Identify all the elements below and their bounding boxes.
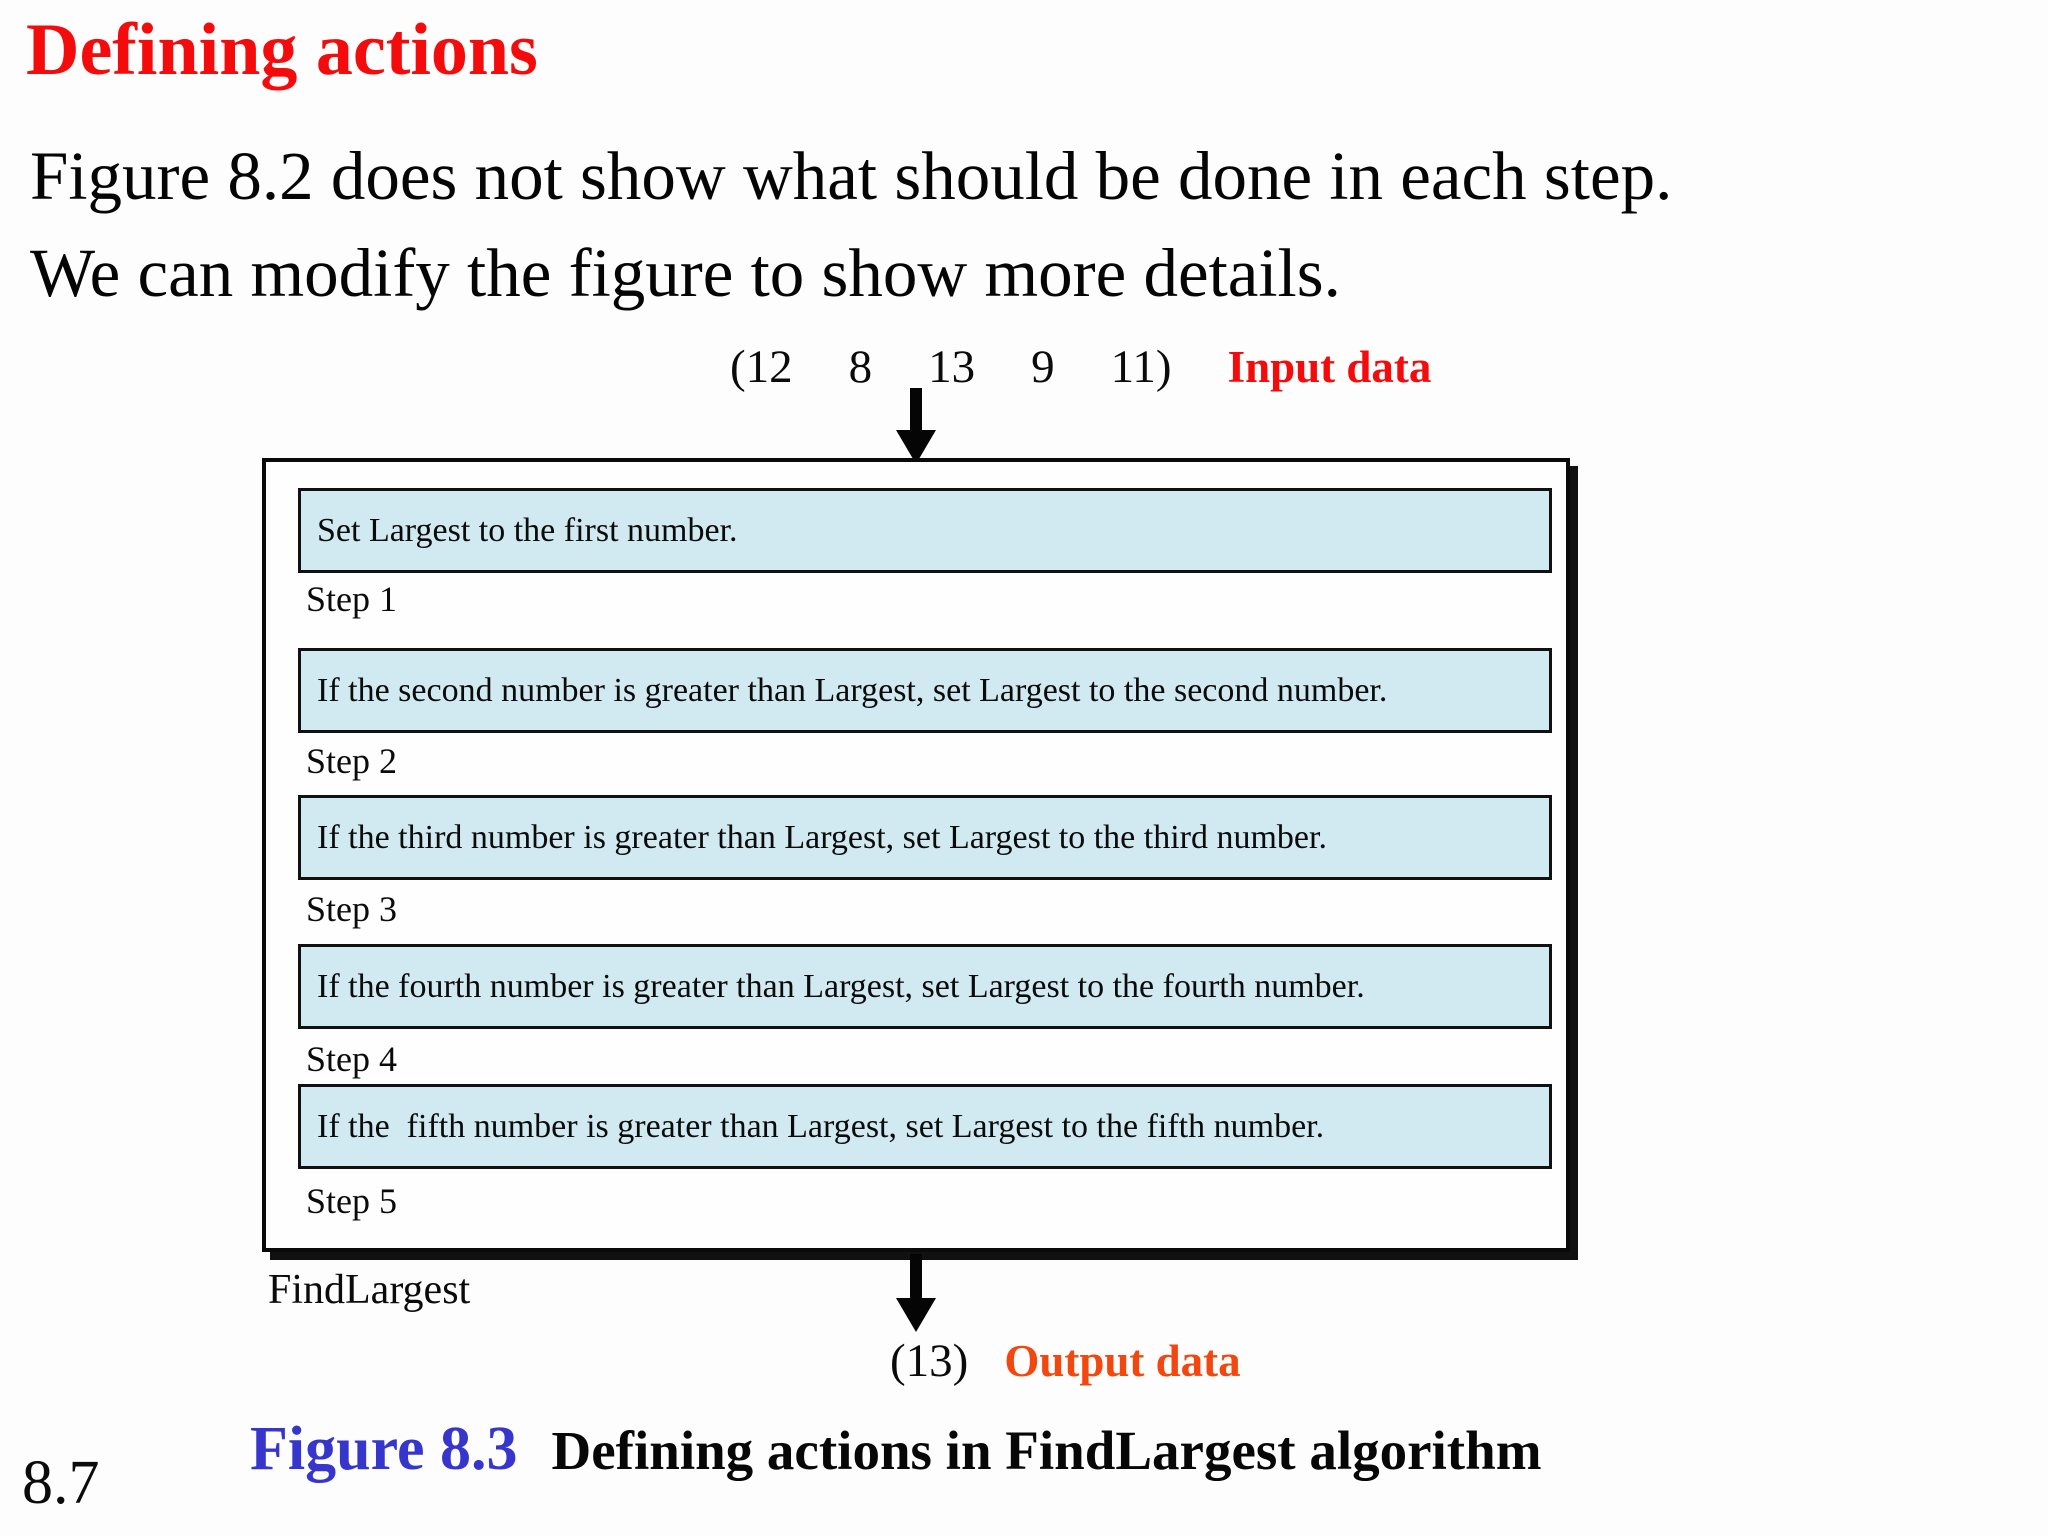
- slide-title: Defining actions: [26, 9, 538, 91]
- input-value: 9: [1031, 341, 1055, 393]
- figure-caption-text: Defining actions in FindLargest algorith…: [551, 1420, 1542, 1481]
- step-text-3: If the third number is greater than Larg…: [317, 818, 1327, 856]
- step-text-2: If the second number is greater than Lar…: [317, 671, 1388, 709]
- output-arrow-icon: [896, 1254, 936, 1332]
- input-value: (12: [730, 341, 793, 393]
- figure-number: Figure 8.3: [250, 1415, 518, 1483]
- input-data-row: (12 8 13 9 11) Input data: [730, 340, 1431, 394]
- input-arrow-stem: [910, 388, 922, 434]
- output-arrow-stem: [910, 1254, 922, 1302]
- step-label-3: Step 3: [306, 889, 398, 929]
- step-box-5: If the fifth number is greater than Larg…: [298, 1084, 1552, 1169]
- body-text: Figure 8.2 does not show what should be …: [30, 128, 2020, 322]
- input-value: 8: [848, 341, 873, 393]
- output-arrow-head: [896, 1298, 936, 1332]
- step-text-1: Set Largest to the first number.: [317, 511, 738, 549]
- step-label-5: Step 5: [306, 1181, 398, 1221]
- step-text-4: If the fourth number is greater than Lar…: [317, 967, 1365, 1005]
- step-label-2: Step 2: [306, 741, 398, 781]
- page-number: 8.7: [22, 1449, 100, 1517]
- body-line-2: We can modify the figure to show more de…: [30, 235, 1341, 311]
- findlargest-box: Set Largest to the first number. Step 1 …: [262, 458, 1570, 1252]
- findlargest-label: FindLargest: [268, 1267, 471, 1313]
- step-text-5: If the fifth number is greater than Larg…: [317, 1107, 1325, 1145]
- input-value: 13: [928, 341, 976, 393]
- step-box-1: Set Largest to the first number.: [298, 488, 1552, 573]
- input-value: 11): [1110, 341, 1172, 393]
- figure-caption: Figure 8.3 Defining actions in FindLarge…: [250, 1414, 1542, 1485]
- input-arrow-icon: [896, 388, 936, 464]
- step-label-4: Step 4: [306, 1039, 398, 1079]
- output-data-label: Output data: [1004, 1336, 1241, 1386]
- step-box-4: If the fourth number is greater than Lar…: [298, 944, 1552, 1029]
- output-value: (13): [890, 1335, 969, 1387]
- body-line-1: Figure 8.2 does not show what should be …: [30, 138, 1673, 214]
- input-data-label: Input data: [1227, 342, 1432, 392]
- step-box-2: If the second number is greater than Lar…: [298, 648, 1552, 733]
- step-box-3: If the third number is greater than Larg…: [298, 795, 1552, 880]
- step-label-1: Step 1: [306, 579, 398, 619]
- output-data-row: (13) Output data: [890, 1334, 1241, 1388]
